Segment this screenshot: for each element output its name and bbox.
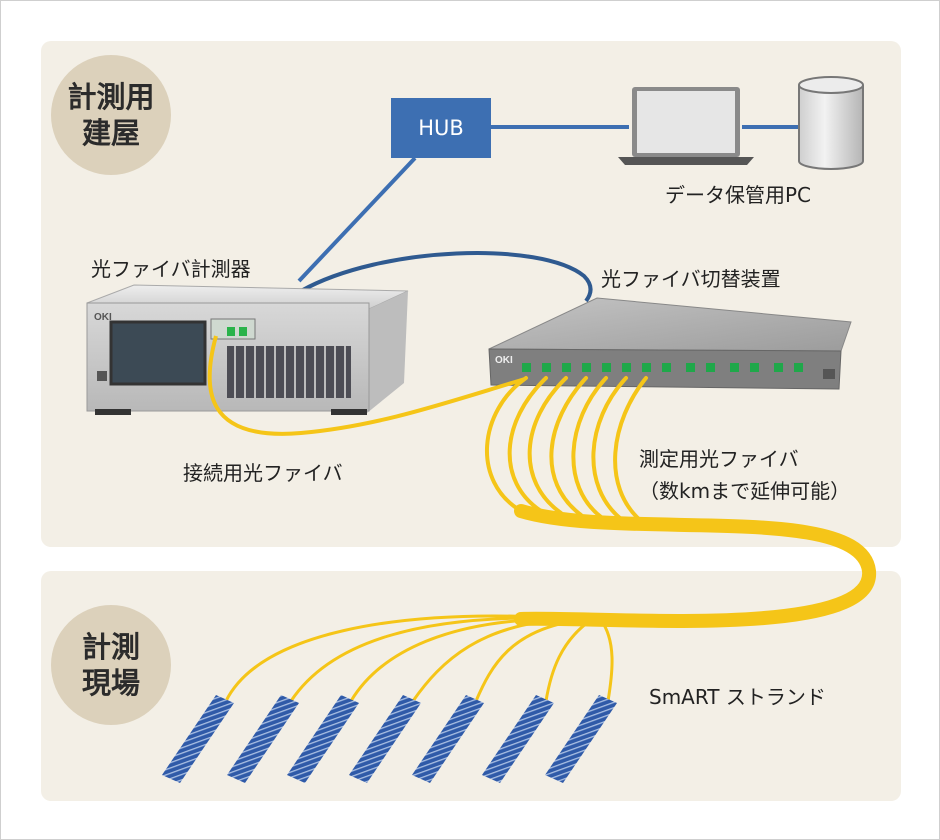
network-links	[297, 125, 801, 303]
hub-label: HUB	[418, 116, 464, 140]
measurement-fiber-label: 測定用光ファイバ	[639, 447, 799, 471]
fiber-analyzer-device: OKI	[86, 284, 409, 415]
strand-5	[412, 695, 484, 783]
strand-7	[545, 695, 617, 783]
measurement-site-badge: 計測 現場	[51, 605, 171, 725]
smart-strands	[162, 695, 617, 783]
site-badge-line2: 現場	[81, 666, 140, 700]
switch-ports	[522, 363, 803, 372]
building-badge-line2: 建屋	[81, 116, 140, 150]
analyzer-to-switch-link	[300, 251, 593, 303]
connection-fiber-label: 接続用光ファイバ	[183, 461, 343, 485]
measurement-fibers	[485, 376, 876, 628]
building-badge-line1: 計測用	[67, 79, 155, 114]
smart-strand-label: SmART ストランド	[649, 685, 826, 709]
optical-switch-device: OKI	[488, 297, 852, 390]
hub-box: HUB	[391, 98, 491, 158]
site-badge-line1: 計測	[81, 629, 140, 664]
laptop-icon	[618, 87, 754, 165]
pc-label: データ保管用PC	[665, 183, 812, 207]
switch-brand-logo: OKI	[495, 355, 513, 366]
strand-3	[287, 695, 359, 783]
analyzer-brand-logo: OKI	[94, 312, 112, 323]
switch-label: 光ファイバ切替装置	[601, 267, 781, 291]
strand-2	[227, 695, 299, 783]
strand-fibers	[224, 614, 614, 702]
measurement-building-badge: 計測用 建屋	[51, 55, 171, 175]
strand-1	[162, 695, 234, 783]
hub-to-analyzer-link	[297, 156, 417, 283]
strand-6	[482, 695, 554, 783]
strand-4	[349, 695, 421, 783]
measurement-fiber-note: （数kmまで延伸可能）	[639, 479, 851, 503]
storage-icon	[798, 76, 864, 170]
connection-fiber	[207, 335, 526, 436]
analyzer-label: 光ファイバ計測器	[91, 257, 251, 281]
